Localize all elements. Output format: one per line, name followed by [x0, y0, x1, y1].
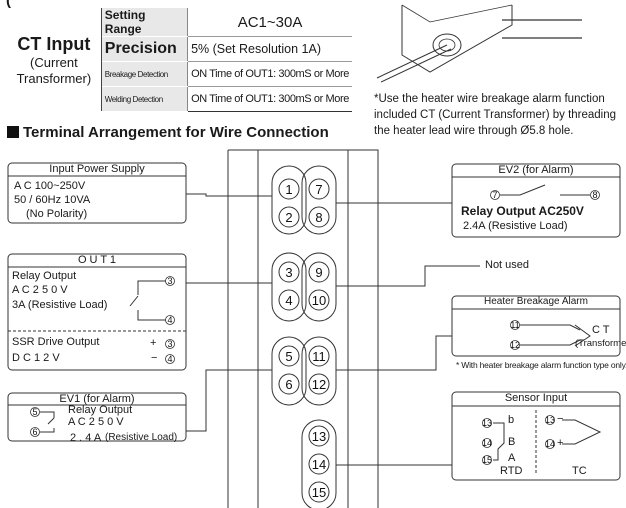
sensor-rtd-label: RTD — [500, 465, 523, 477]
ev1-relay-label: Relay Output — [68, 404, 133, 416]
ev2-title: EV2 (for Alarm) — [498, 164, 574, 176]
terminal-6: 6 — [285, 377, 292, 392]
tc-term-13: 13 — [545, 415, 555, 425]
ev1-title: EV1 (for Alarm) — [59, 393, 135, 405]
terminal-13: 13 — [312, 429, 326, 444]
sensor-tc-label: TC — [572, 465, 587, 477]
ct-input-subtitle-1: (Current — [30, 54, 78, 70]
out1-ssr-voltage: D C 1 2 V — [12, 352, 60, 364]
ev1-term-5: 5 — [32, 407, 37, 417]
ct-note: *Use the heater wire breakage alarm func… — [374, 93, 617, 137]
sensor-term-14: 14 — [482, 438, 492, 448]
terminal-1: 1 — [285, 182, 292, 197]
ev2-relay-label: Relay Output AC250V — [461, 204, 584, 218]
terminal-4: 4 — [285, 293, 292, 308]
ct-input-cell: CT Input (Current Transformer) — [7, 8, 102, 112]
ev2-term-8: 8 — [592, 190, 597, 200]
heater-alarm-title: Heater Breakage Alarm — [484, 296, 588, 307]
out1-ssr-label: SSR Drive Output — [12, 336, 100, 348]
terminal-10: 10 — [312, 293, 326, 308]
section-title: Terminal Arrangement for Wire Connection — [7, 124, 329, 141]
out1-ssr-minus: − — [151, 352, 158, 364]
ev2-box — [451, 163, 621, 238]
tc-term-14: 14 — [545, 439, 555, 449]
ct-input-subtitle-2: Transformer) — [16, 70, 92, 86]
out1-term-4: 4 — [167, 315, 172, 325]
sensor-a-big: A — [508, 452, 516, 464]
heater-term-11: 11 — [510, 320, 519, 330]
ct-input-spec-table: CT Input (Current Transformer) Setting R… — [7, 8, 352, 112]
terminal-5: 5 — [285, 349, 292, 364]
input-power-line3: (No Polarity) — [26, 208, 88, 220]
input-power-line2: 50 / 60Hz 10VA — [14, 194, 91, 206]
ev1-current: 2 . 4 A — [70, 432, 102, 444]
sensor-tc-minus: − — [557, 413, 564, 425]
out1-ssr-term-3: 3 — [167, 339, 172, 349]
ev1-load: (Resistive Load) — [105, 432, 178, 443]
spec-value-precision: 5% (Set Resolution 1A) — [187, 36, 352, 62]
out1-term-3: 3 — [167, 276, 172, 286]
not-used-label: Not used — [485, 259, 530, 271]
heater-alarm-footnote: * With heater breakage alarm function ty… — [456, 360, 626, 370]
sensor-input-box — [451, 391, 621, 481]
input-power-title: Input Power Supply — [49, 163, 145, 175]
terminal-block-7-8 — [301, 165, 337, 235]
terminal-7: 7 — [315, 182, 322, 197]
spec-value-setting-range: AC1~30A — [187, 8, 352, 37]
ev1-box — [7, 392, 187, 442]
sensor-tc-plus: + — [557, 437, 564, 449]
spec-label-breakage: Breakage Detection — [101, 61, 189, 87]
terminal-3: 3 — [285, 265, 292, 280]
sensor-b-small: b — [508, 414, 515, 426]
sensor-title: Sensor Input — [504, 392, 568, 404]
square-bullet-icon — [7, 126, 19, 138]
ev1-voltage: A C 2 5 0 V — [68, 416, 124, 428]
terminal-block-11-12 — [301, 336, 337, 406]
terminal-9: 9 — [315, 265, 322, 280]
terminal-block-3-4 — [271, 252, 307, 322]
terminal-2: 2 — [285, 210, 292, 225]
heater-alarm-ct-sub: (Transformer) — [575, 338, 626, 349]
spec-label-welding: Welding Detection — [101, 86, 189, 112]
out1-relay-label: Relay Output — [12, 270, 77, 282]
terminal-11: 11 — [312, 349, 326, 364]
ev1-term-6: 6 — [32, 427, 37, 437]
terminal-8: 8 — [315, 210, 322, 225]
out1-ssr-term-4: 4 — [167, 354, 172, 364]
spec-value-welding: ON Time of OUT1: 300mS or More — [187, 86, 352, 112]
out1-box — [7, 253, 187, 371]
ct-sketch — [376, 4, 582, 83]
terminal-block-5-6 — [271, 336, 307, 406]
spec-value-breakage: ON Time of OUT1: 300mS or More — [187, 61, 352, 87]
controller-outline — [228, 149, 379, 508]
heater-alarm-box — [451, 295, 621, 357]
ct-input-title: CT Input — [17, 33, 91, 54]
ev2-term-7: 7 — [492, 190, 497, 200]
out1-relay-load: 3A (Resistive Load) — [12, 299, 108, 311]
input-power-line1: A C 100~250V — [14, 180, 86, 192]
spec-header-fragment: ( — [6, 0, 11, 9]
ev2-load: 2.4A (Resistive Load) — [463, 220, 568, 232]
spec-label-setting-range: Setting Range — [101, 8, 189, 37]
terminal-15: 15 — [312, 485, 326, 500]
sensor-term-13: 13 — [482, 418, 492, 428]
input-power-box — [7, 162, 187, 224]
terminal-block-9-10 — [301, 252, 337, 322]
section-title-text: Terminal Arrangement for Wire Connection — [23, 124, 329, 141]
heater-term-12: 12 — [510, 340, 520, 350]
out1-ssr-plus: + — [150, 337, 157, 349]
sensor-term-15: 15 — [482, 455, 492, 465]
heater-alarm-ct-label: C T — [592, 324, 610, 336]
terminal-14: 14 — [312, 457, 326, 472]
sensor-b-big: B — [508, 436, 516, 448]
out1-title: O U T 1 — [77, 254, 117, 266]
terminal-block-1-2 — [271, 165, 307, 235]
out1-relay-voltage: A C 2 5 0 V — [12, 284, 68, 296]
terminal-12: 12 — [312, 377, 326, 392]
spec-label-precision: Precision — [101, 36, 189, 62]
